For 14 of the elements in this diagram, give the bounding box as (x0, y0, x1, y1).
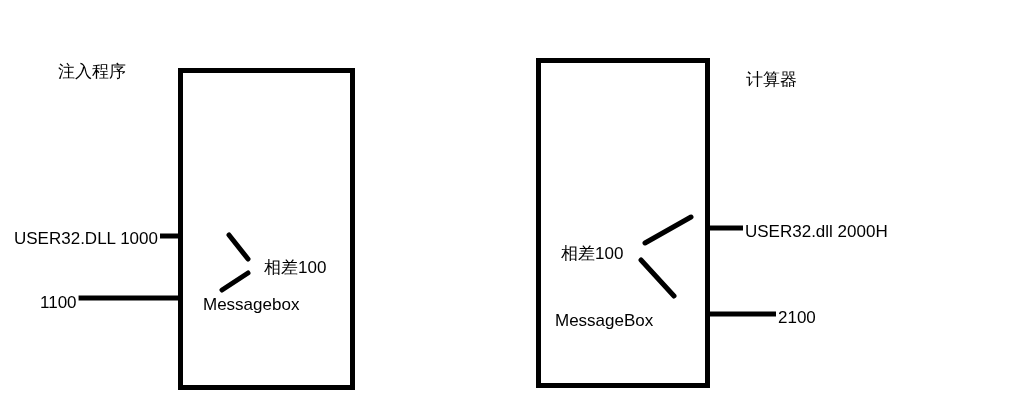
leader-line (159, 233, 178, 239)
box-heading: 计算器 (746, 70, 797, 90)
function-label: MessageBox (555, 311, 654, 331)
address-label: 1100 (40, 293, 77, 313)
address-label: USER32.dll 2000H (745, 222, 888, 242)
address-label: USER32.DLL 1000 (14, 229, 158, 249)
leader-line (710, 311, 776, 317)
leader-line (710, 225, 743, 231)
difference-label: 相差100 (561, 244, 624, 264)
difference-label: 相差100 (264, 258, 327, 278)
leader-line (78, 295, 178, 301)
function-label: Messagebox (203, 295, 300, 315)
box-heading: 注入程序 (58, 62, 126, 82)
address-label: 2100 (778, 308, 816, 328)
